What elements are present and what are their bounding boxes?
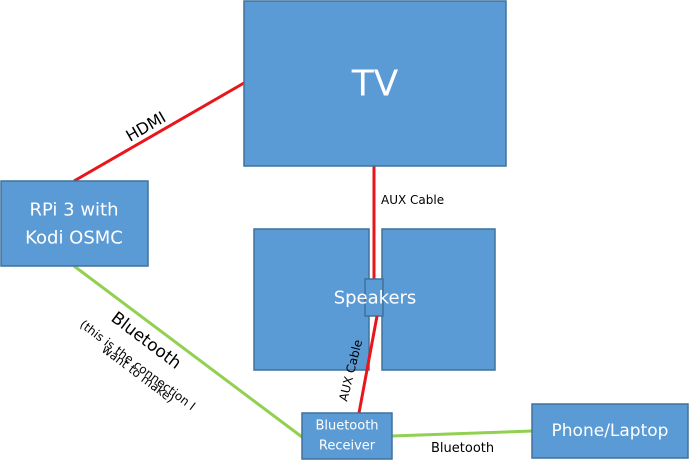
bluetooth-receiver-label-line2: Receiver: [319, 439, 376, 454]
speaker-right: [381, 228, 496, 371]
rpi-label-line2: Kodi OSMC: [25, 228, 123, 249]
aux-cable-label-tv: AUX Cable: [381, 193, 444, 207]
bluetooth-label-phone: Bluetooth: [431, 441, 494, 456]
hdmi-connection: [73, 81, 245, 183]
bluetooth-connection-rpi: [73, 264, 303, 439]
bluetooth-receiver-box: [301, 412, 393, 460]
tv-label: TV: [351, 64, 399, 105]
bluetooth-connection-phone: [391, 429, 533, 438]
phone-laptop-box: [531, 403, 689, 459]
phone-laptop-label: Phone/Laptop: [552, 421, 669, 441]
speakers-label: Speakers: [334, 288, 417, 309]
speaker-left: [253, 228, 370, 371]
tv-box: [243, 0, 507, 167]
speaker-connector: [364, 278, 384, 317]
rpi-label-line1: RPi 3 with: [29, 200, 118, 221]
rpi-box: [0, 180, 149, 267]
aux-connection-receiver: [357, 315, 379, 414]
bluetooth-receiver-label-line1: Bluetooth: [315, 419, 378, 434]
